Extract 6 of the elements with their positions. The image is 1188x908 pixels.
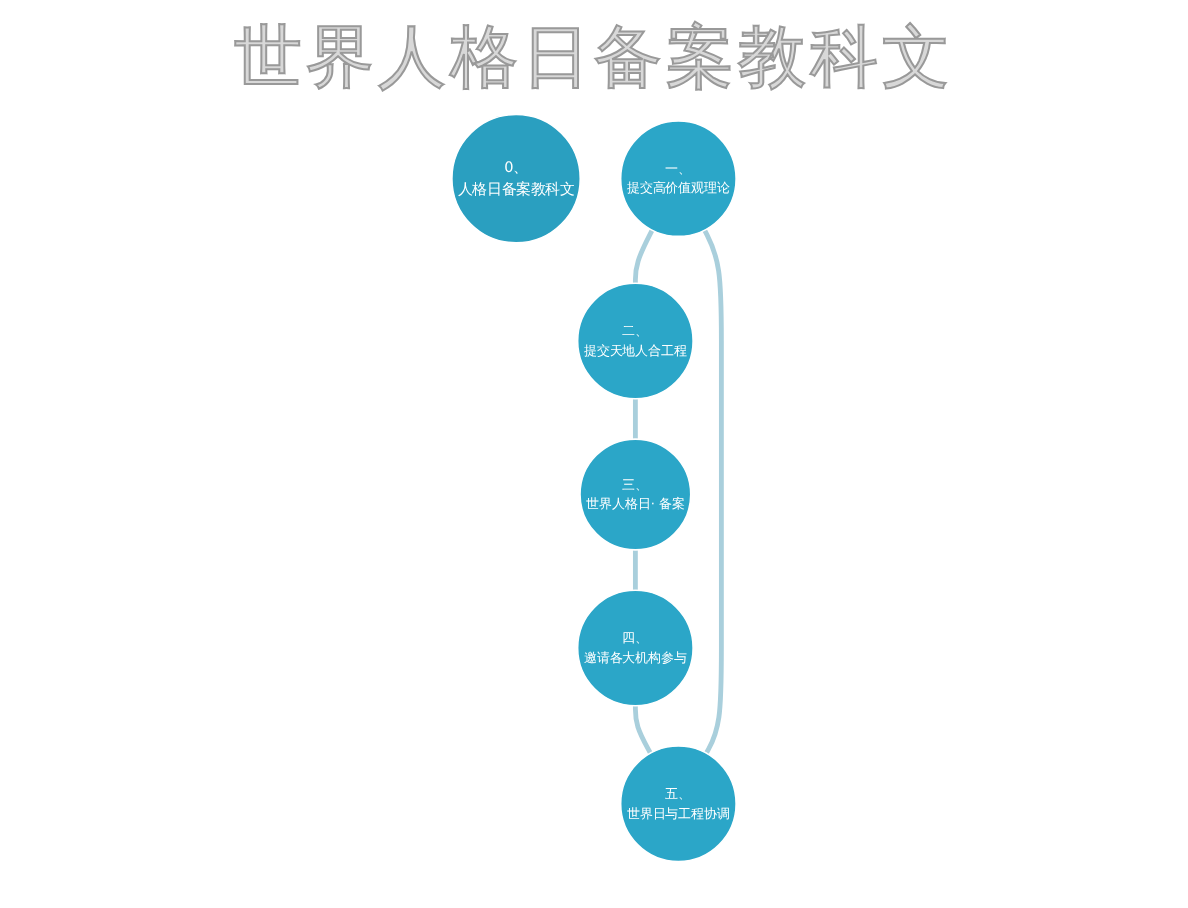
connector	[632, 398, 638, 440]
connector	[702, 229, 724, 755]
title: 世界人格日备案教科文	[232, 16, 956, 102]
connector	[632, 229, 655, 284]
connector	[632, 549, 638, 591]
connector	[632, 705, 653, 755]
